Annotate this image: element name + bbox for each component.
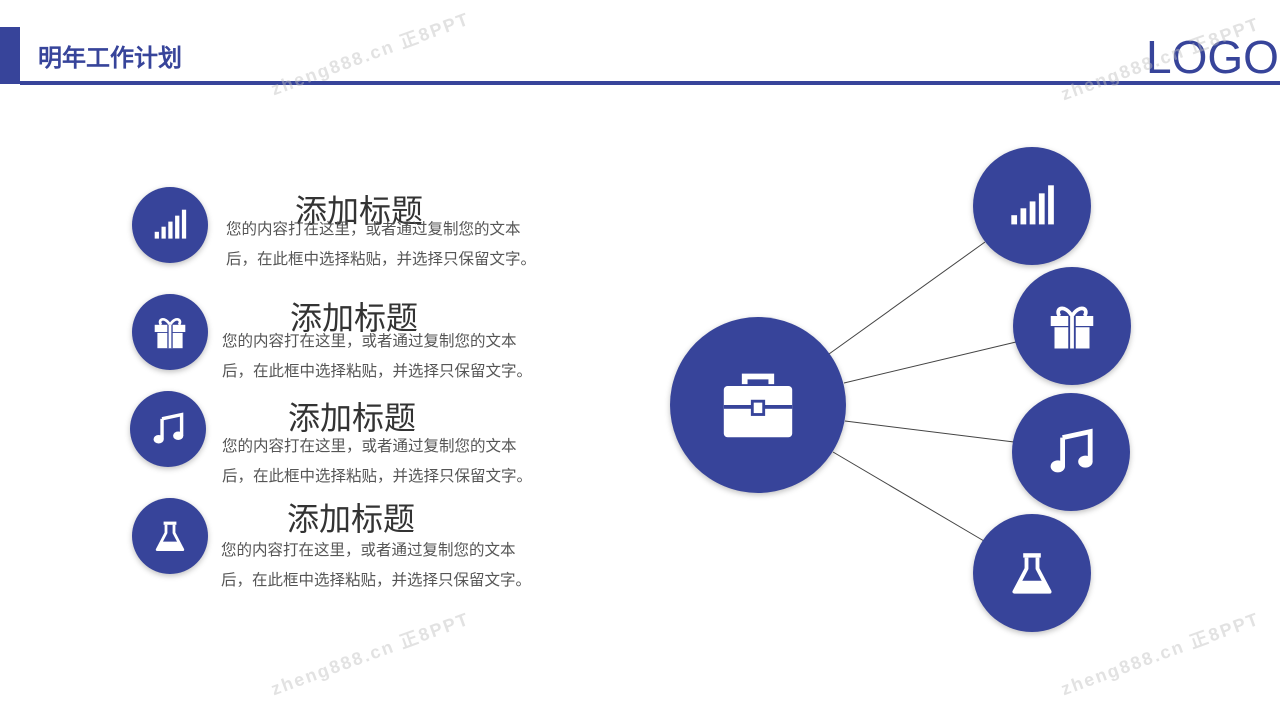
item-text: 您的内容打在这里，或者通过复制您的文本后，在此框中选择粘贴，并选择只保留文字。 (222, 332, 533, 380)
music-note-icon (1012, 393, 1130, 511)
logo: LOGO (1146, 31, 1279, 83)
item-title: 添加标题 (290, 299, 419, 337)
gift-icon (1013, 267, 1131, 385)
connector-line (843, 341, 1017, 384)
item-title: 添加标题 (288, 399, 417, 437)
flask-icon (132, 498, 208, 574)
briefcase-icon (670, 317, 846, 493)
signal-bars-icon (973, 147, 1091, 265)
music-note-icon (130, 391, 206, 467)
item-text: 您的内容打在这里，或者通过复制您的文本后，在此框中选择粘贴，并选择只保留文字。 (221, 541, 532, 589)
signal-bars-icon (132, 187, 208, 263)
item-title: 添加标题 (287, 500, 416, 538)
item-text: 您的内容打在这里，或者通过复制您的文本后，在此框中选择粘贴，并选择只保留文字。 (226, 220, 537, 268)
page-title: 明年工作计划 (38, 44, 182, 72)
header-accent-bar (0, 27, 20, 84)
item-title: 添加标题 (295, 192, 424, 230)
connector-line (828, 241, 986, 355)
flask-icon (973, 514, 1091, 632)
gift-icon (132, 294, 208, 370)
connector-line (832, 451, 985, 542)
header-divider (20, 81, 1280, 85)
connector-line (844, 420, 1015, 443)
item-text: 您的内容打在这里，或者通过复制您的文本后，在此框中选择粘贴，并选择只保留文字。 (222, 437, 533, 485)
